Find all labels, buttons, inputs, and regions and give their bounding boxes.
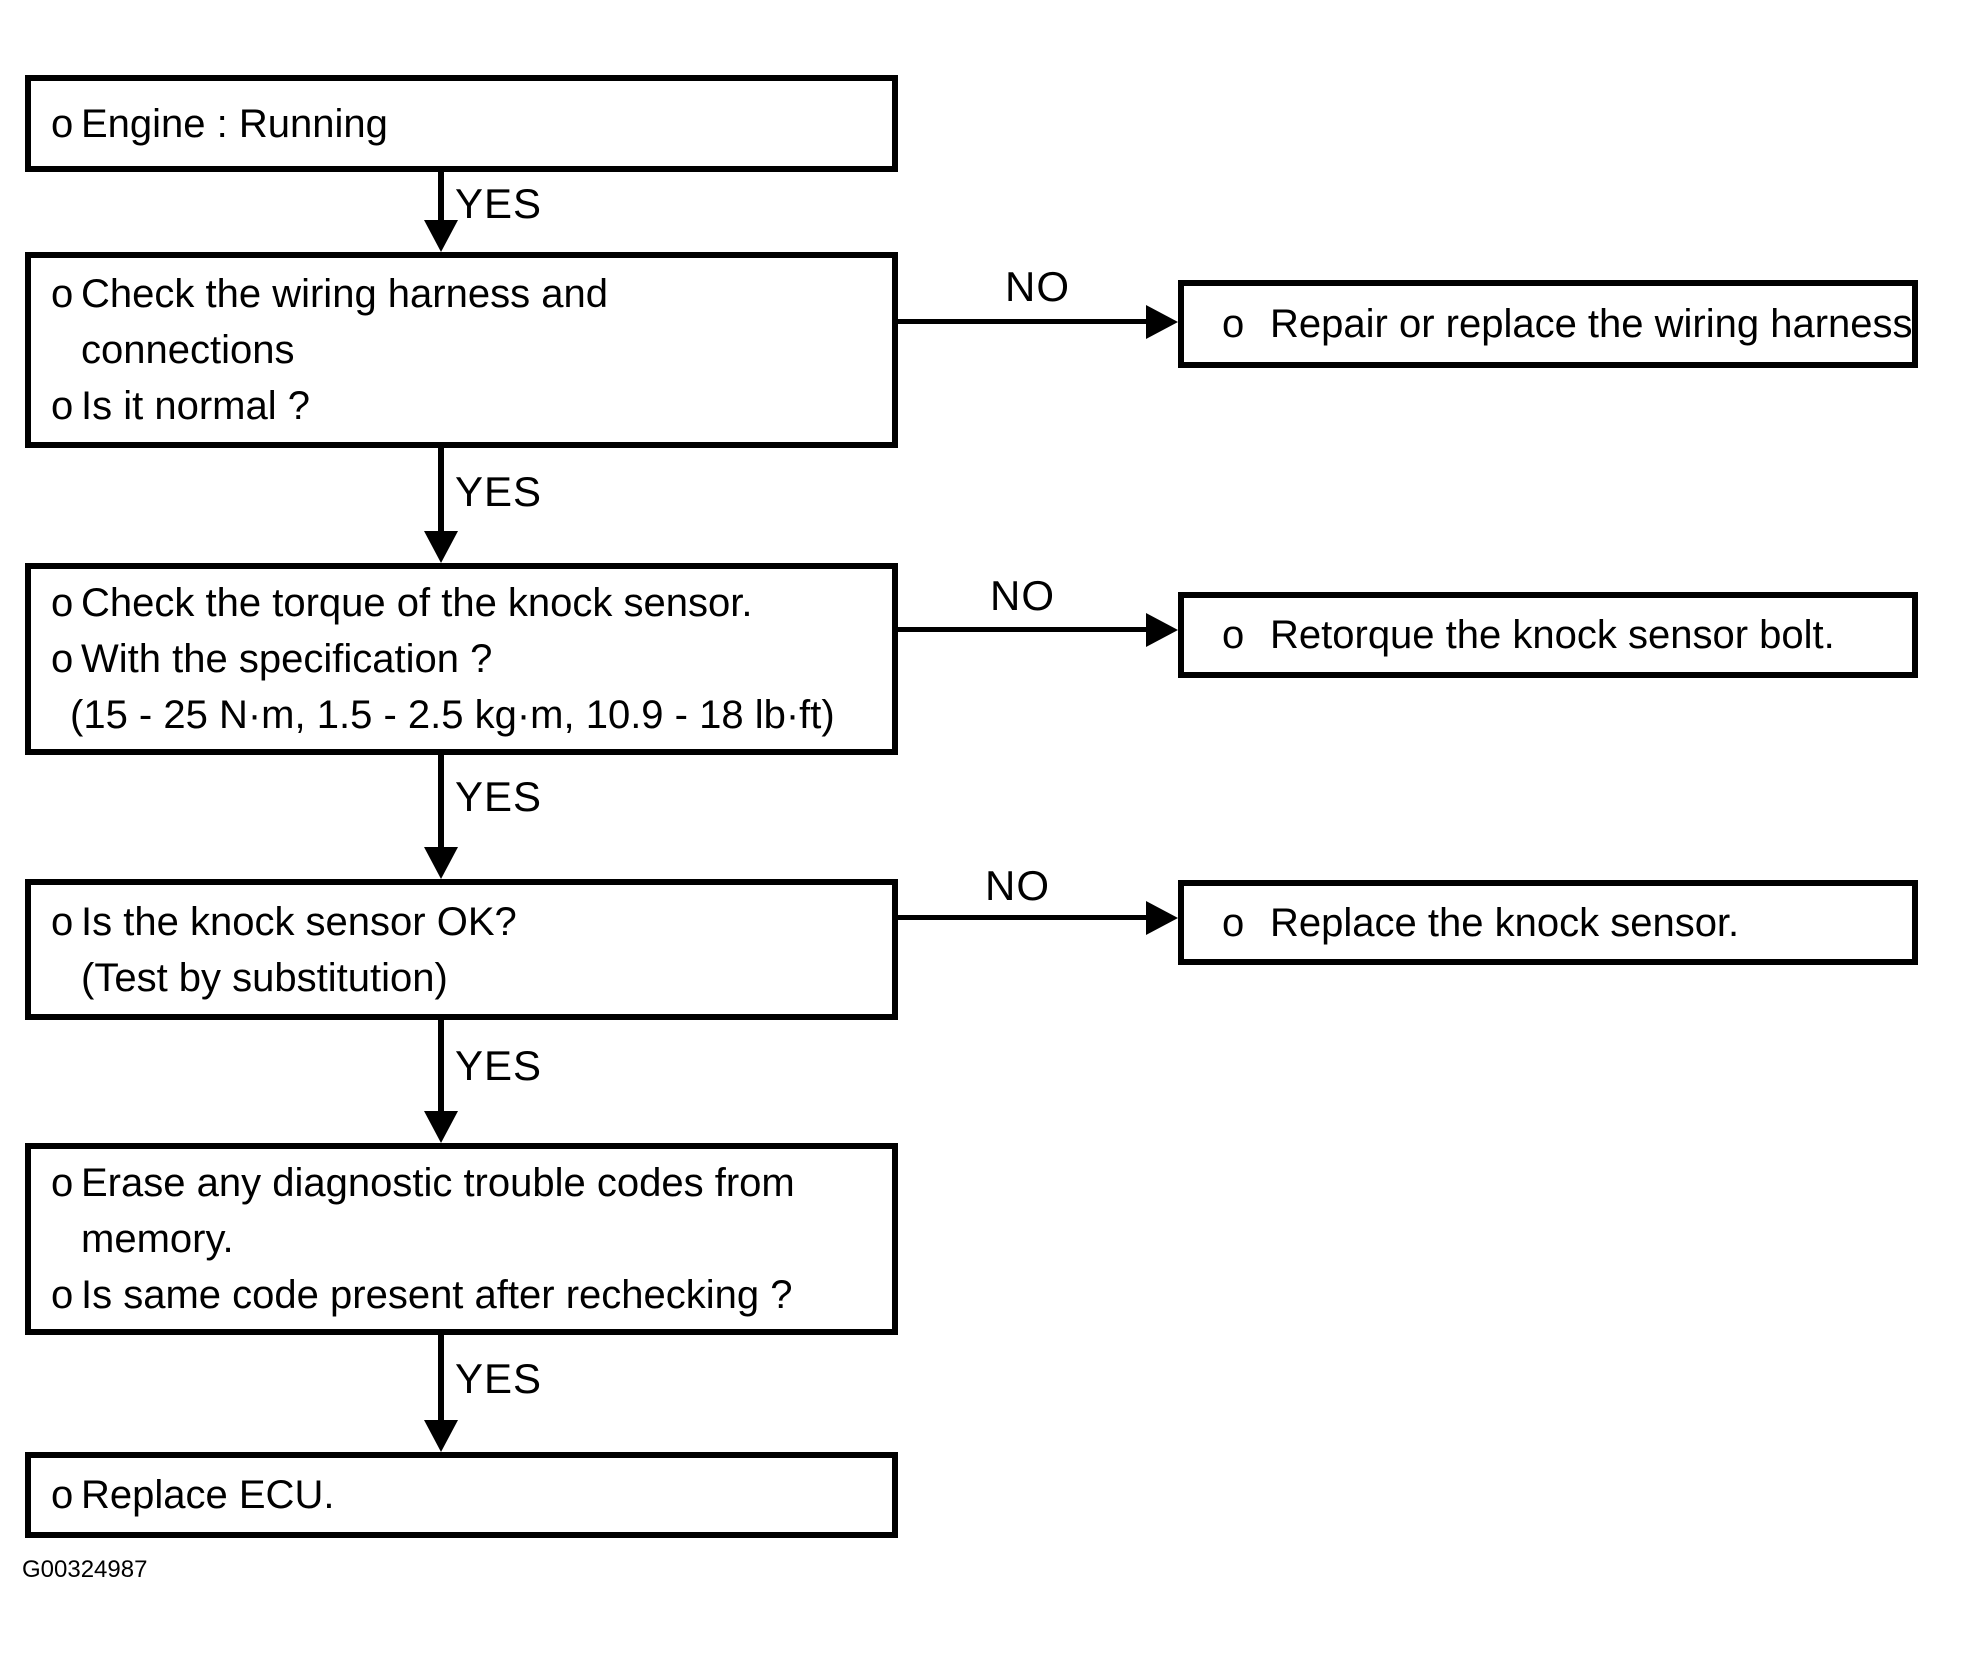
yes-label-1: YES — [455, 180, 543, 227]
bullet-marker: o — [51, 581, 74, 625]
bullet-marker — [51, 1211, 81, 1267]
arrow-right-icon — [1146, 613, 1178, 647]
arrow-down-icon — [424, 847, 458, 879]
bullet-marker: o — [51, 101, 74, 146]
step-line: o Erase any diagnostic trouble codes fro… — [31, 1155, 892, 1211]
action-line: o Replace the knock sensor. — [1184, 895, 1912, 951]
figure-code: G00324987 — [22, 1556, 148, 1583]
step-line: o Is same code present after rechecking … — [31, 1267, 892, 1323]
step-line: o Replace ECU. — [31, 1467, 892, 1523]
arrow-right-icon — [1146, 901, 1178, 935]
step-knock-sensor-ok: o Is the knock sensor OK? (Test by subst… — [25, 879, 898, 1020]
bullet-marker — [51, 950, 81, 1006]
no-label-1: NO — [1005, 263, 1070, 310]
yes-label-3: YES — [455, 773, 543, 820]
step-text: Is the knock sensor OK? — [81, 899, 517, 944]
action-repair-wiring-harness: o Repair or replace the wiring harness — [1178, 280, 1918, 368]
step-check-wiring-harness: o Check the wiring harness and connectio… — [25, 252, 898, 448]
step-line: o Check the wiring harness and — [31, 266, 892, 322]
step-text: Check the wiring harness and — [81, 272, 608, 316]
bullet-marker — [51, 687, 70, 743]
yes-connector-4 — [438, 1020, 444, 1113]
step-text: Is it normal ? — [81, 384, 310, 428]
arrow-down-icon — [424, 1111, 458, 1143]
yes-connector-5 — [438, 1335, 444, 1422]
step-line: o Engine : Running — [31, 96, 892, 152]
action-retorque-knock-sensor-bolt: o Retorque the knock sensor bolt. — [1178, 592, 1918, 678]
yes-label-2: YES — [455, 468, 543, 515]
step-line: o Is the knock sensor OK? — [31, 894, 892, 950]
no-connector-1 — [898, 319, 1148, 324]
action-text: Retorque the knock sensor bolt. — [1270, 613, 1835, 657]
bullet-marker: o — [1222, 302, 1245, 346]
arrow-down-icon — [424, 1420, 458, 1452]
step-line: o With the specification ? — [31, 631, 892, 687]
bullet-marker — [51, 322, 81, 378]
bullet-marker: o — [51, 1473, 74, 1517]
action-line: o Repair or replace the wiring harness — [1184, 296, 1913, 352]
bullet-marker: o — [51, 1273, 74, 1317]
step-text: With the specification ? — [81, 637, 493, 681]
step-line: o Is it normal ? — [31, 378, 892, 434]
bullet-marker: o — [51, 899, 74, 944]
yes-connector-2 — [438, 448, 444, 533]
step-text: memory. — [81, 1217, 234, 1261]
bullet-marker: o — [51, 637, 74, 681]
step-engine-running: o Engine : Running — [25, 75, 898, 172]
arrow-right-icon — [1146, 305, 1178, 339]
step-text: Engine : Running — [81, 101, 388, 146]
bullet-marker: o — [1222, 900, 1245, 945]
step-check-knock-sensor-torque: o Check the torque of the knock sensor. … — [25, 563, 898, 755]
yes-label-4: YES — [455, 1042, 543, 1089]
yes-label-5: YES — [455, 1355, 543, 1402]
step-line: memory. — [31, 1211, 892, 1267]
arrow-down-icon — [424, 220, 458, 252]
action-replace-knock-sensor: o Replace the knock sensor. — [1178, 880, 1918, 965]
step-line: o Check the torque of the knock sensor. — [31, 575, 892, 631]
yes-connector-3 — [438, 755, 444, 849]
step-text: Replace ECU. — [81, 1473, 335, 1517]
action-text: Repair or replace the wiring harness — [1270, 302, 1913, 346]
step-line: (Test by substitution) — [31, 950, 892, 1006]
step-erase-dtc-recheck: o Erase any diagnostic trouble codes fro… — [25, 1143, 898, 1335]
no-connector-3 — [898, 915, 1148, 920]
no-connector-2 — [898, 627, 1148, 632]
bullet-marker: o — [51, 384, 74, 428]
bullet-marker: o — [1222, 613, 1245, 657]
action-text: Replace the knock sensor. — [1270, 900, 1740, 945]
bullet-marker: o — [51, 272, 74, 316]
torque-spec-text: (15 - 25 N·m, 1.5 - 2.5 kg·m, 10.9 - 18 … — [70, 693, 835, 737]
arrow-down-icon — [424, 531, 458, 563]
step-line: connections — [31, 322, 892, 378]
action-line: o Retorque the knock sensor bolt. — [1184, 607, 1912, 663]
no-label-3: NO — [985, 862, 1050, 909]
step-text: (Test by substitution) — [81, 955, 448, 1000]
step-text: Erase any diagnostic trouble codes from — [81, 1161, 795, 1205]
step-text: connections — [81, 328, 295, 372]
step-line: (15 - 25 N·m, 1.5 - 2.5 kg·m, 10.9 - 18 … — [31, 687, 892, 743]
step-replace-ecu: o Replace ECU. — [25, 1452, 898, 1538]
bullet-marker: o — [51, 1161, 74, 1205]
step-text: Check the torque of the knock sensor. — [81, 581, 753, 625]
step-text: Is same code present after rechecking ? — [81, 1273, 793, 1317]
no-label-2: NO — [990, 572, 1055, 619]
yes-connector-1 — [438, 172, 444, 224]
